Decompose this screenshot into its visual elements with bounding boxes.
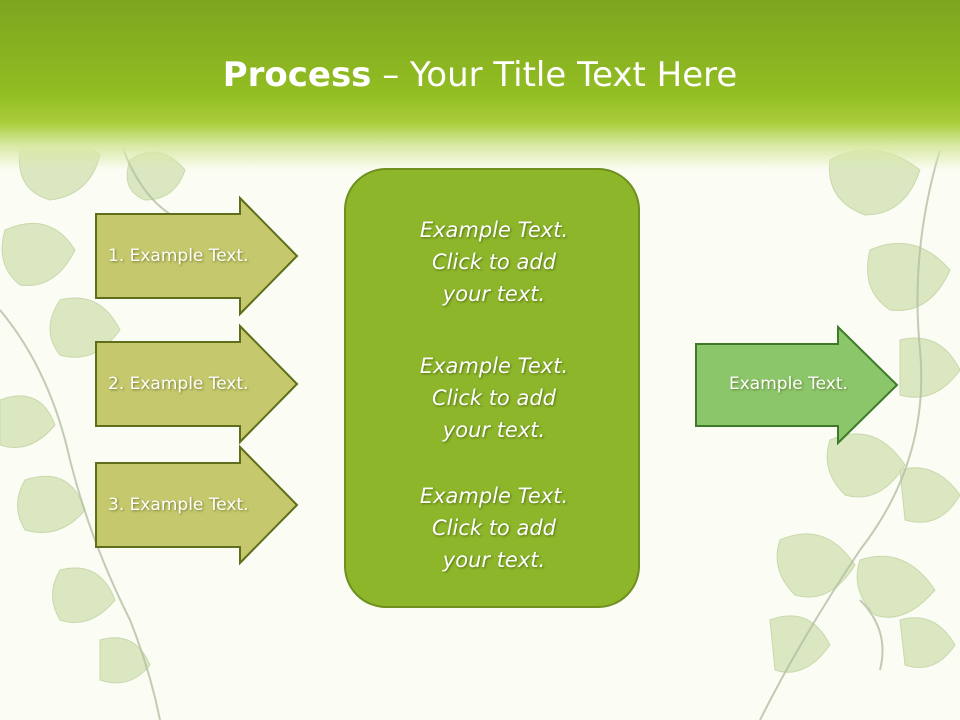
center-line: Example Text. — [419, 484, 569, 508]
center-line: Example Text. — [419, 354, 569, 378]
left-arrow-1[interactable] — [95, 195, 299, 317]
title-rest: – Your Title Text Here — [371, 55, 738, 95]
center-line: your text. — [442, 418, 546, 442]
header-band — [0, 0, 960, 170]
left-arrow-2[interactable] — [95, 323, 299, 445]
left-arrow-3-label: 3. Example Text. — [108, 495, 249, 515]
center-line: Click to add — [431, 386, 556, 410]
page-title: Process – Your Title Text Here — [0, 52, 960, 98]
left-arrow-2-label: 2. Example Text. — [108, 374, 249, 394]
center-line: your text. — [442, 548, 546, 572]
left-arrow-1-label: 1. Example Text. — [108, 246, 249, 266]
center-line: Click to add — [431, 516, 556, 540]
center-line: Example Text. — [419, 218, 569, 242]
right-arrow[interactable] — [695, 324, 899, 446]
center-line: Click to add — [431, 250, 556, 274]
center-text-box[interactable]: Example Text. Click to add your text. Ex… — [344, 168, 640, 608]
center-paragraph-3: Example Text. Click to add your text. — [346, 480, 642, 576]
center-paragraph-1: Example Text. Click to add your text. — [346, 214, 642, 310]
left-arrow-3[interactable] — [95, 444, 299, 566]
title-bold: Process — [222, 55, 372, 95]
center-line: your text. — [442, 282, 546, 306]
center-paragraph-2: Example Text. Click to add your text. — [346, 350, 642, 446]
right-arrow-label: Example Text. — [729, 374, 848, 394]
